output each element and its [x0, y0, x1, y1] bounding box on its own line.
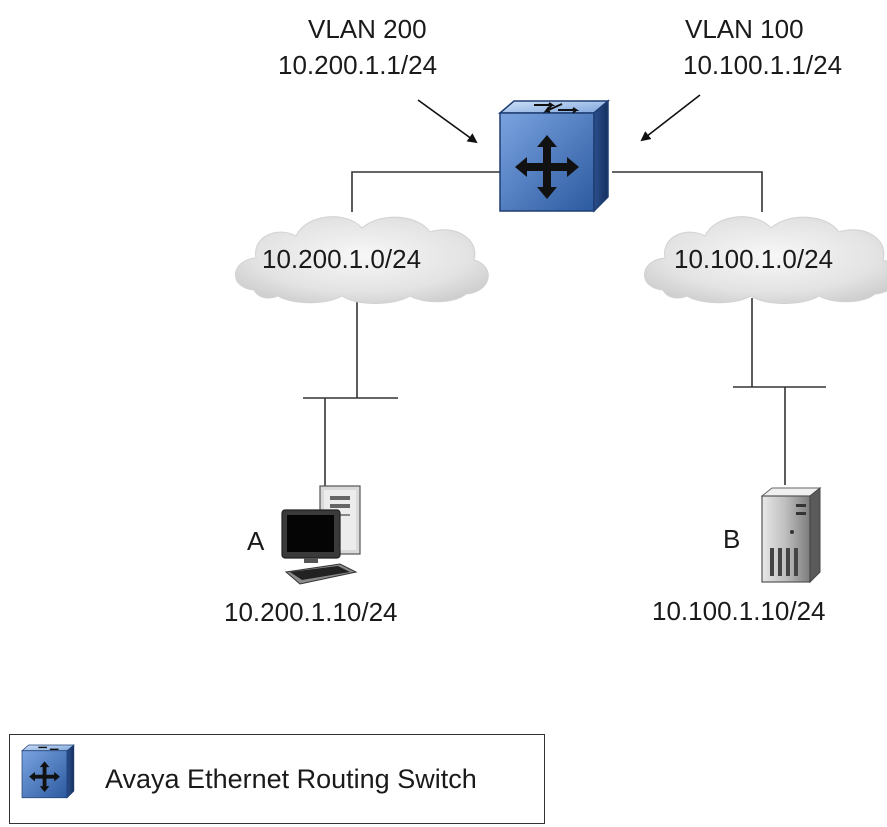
- network-cloud-icon: [235, 216, 489, 304]
- vlan100-ip-label: 10.100.1.1/24: [683, 50, 843, 80]
- links: [303, 171, 826, 488]
- desktop-computer-icon: [281, 485, 361, 585]
- server-tower-icon: [760, 486, 822, 584]
- routing-switch-icon: [499, 100, 609, 212]
- link-switch-right-cloud: [612, 171, 763, 212]
- vlan200-ip-label: 10.200.1.1/24: [278, 50, 438, 80]
- host-a-ip-label: 10.200.1.10/24: [224, 597, 398, 627]
- network-cloud-icon: [644, 216, 887, 304]
- link-switch-left-cloud: [351, 171, 500, 212]
- host-b-ip-label: 10.100.1.10/24: [652, 596, 826, 626]
- arrow-vlan200: [417, 99, 478, 144]
- cloud-left-label: 10.200.1.0/24: [262, 244, 422, 274]
- legend: Avaya Ethernet Routing Switch: [9, 734, 545, 824]
- vlan100-name-label: VLAN 100: [685, 14, 804, 44]
- host-a-letter: A: [247, 526, 265, 556]
- legend-label: Avaya Ethernet Routing Switch: [105, 764, 477, 794]
- vlan200-name-label: VLAN 200: [308, 14, 427, 44]
- cloud-right-label: 10.100.1.0/24: [674, 244, 834, 274]
- host-b-letter: B: [723, 524, 741, 554]
- routing-switch-icon: [21, 744, 75, 799]
- arrow-vlan100: [640, 94, 701, 142]
